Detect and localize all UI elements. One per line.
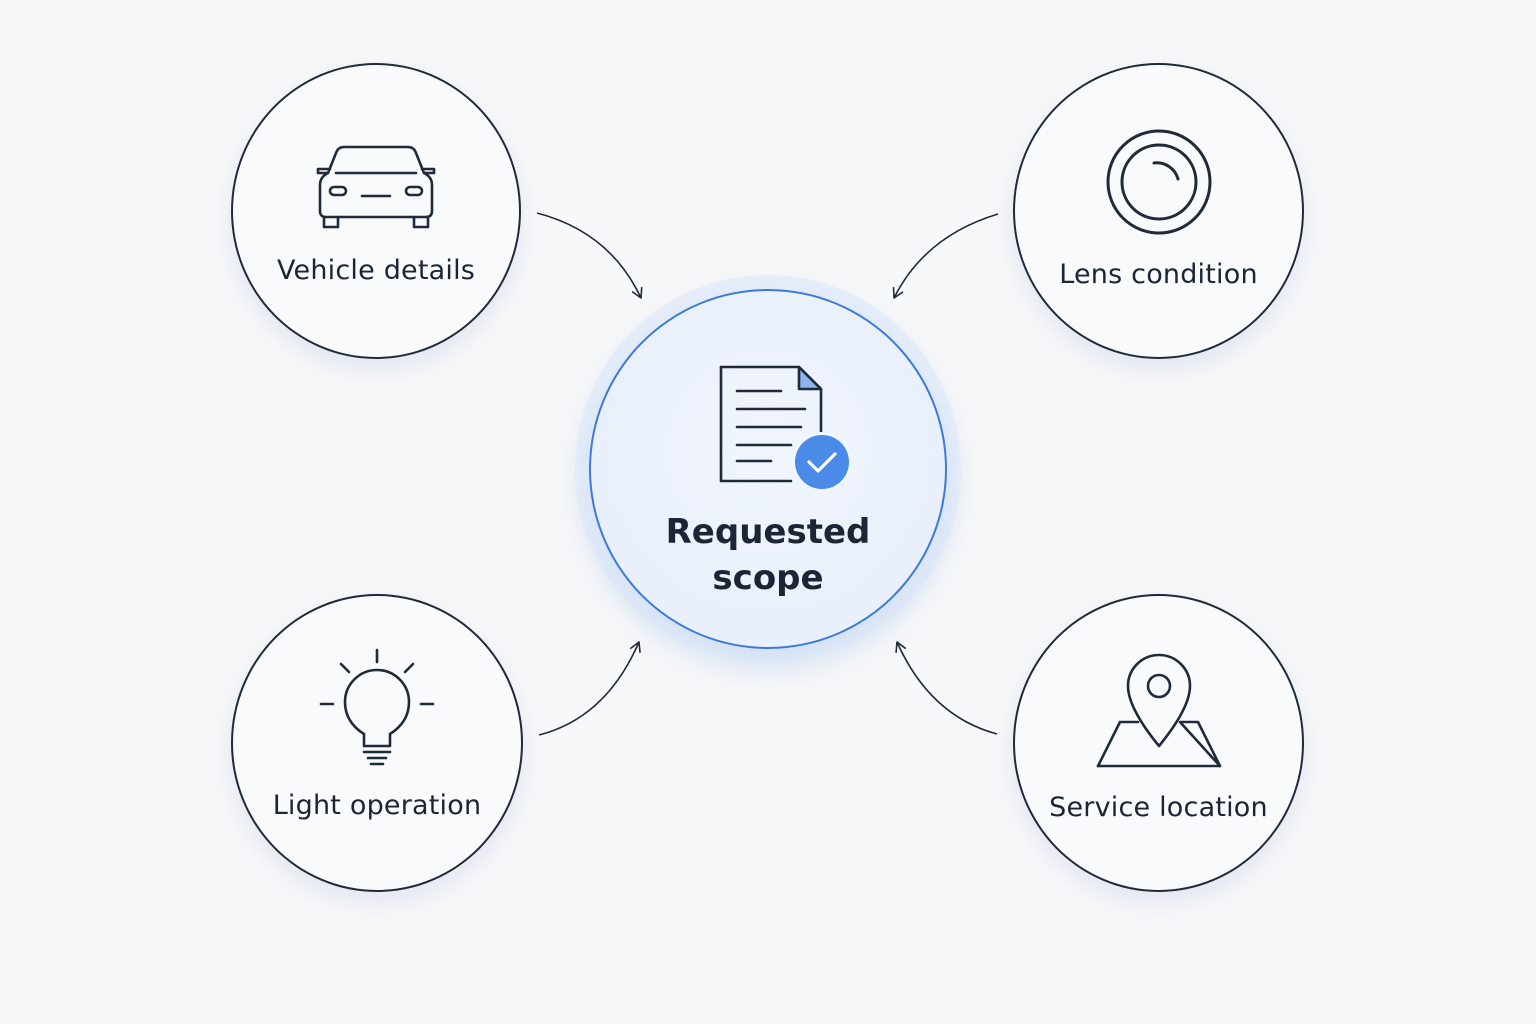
node-label: Vehicle details — [276, 255, 476, 286]
center-label-line2: scope — [712, 558, 824, 598]
arrow-service-to-center — [895, 641, 998, 735]
lightbulb-icon — [319, 648, 435, 766]
document-check-icon — [719, 365, 852, 492]
lens-icon — [1106, 129, 1211, 235]
car-icon — [316, 145, 436, 229]
node-service-location: Service location — [1013, 594, 1304, 892]
node-label: Lens condition — [1059, 259, 1258, 290]
map-pin-icon — [1096, 653, 1221, 768]
node-label: Service location — [1049, 792, 1268, 823]
arrow-light-to-center — [538, 641, 641, 736]
arrow-vehicle-to-center — [536, 212, 643, 299]
arrow-lens-to-center — [892, 213, 999, 299]
node-vehicle-details: Vehicle details — [231, 63, 521, 359]
center-label-line1: Requested — [665, 512, 871, 552]
node-light-operation: Light operation — [231, 594, 523, 892]
node-lens-condition: Lens condition — [1013, 63, 1304, 359]
node-label: Light operation — [272, 790, 482, 821]
center-node-requested-scope: Requested scope — [589, 289, 947, 649]
center-label: Requested scope — [591, 509, 945, 601]
